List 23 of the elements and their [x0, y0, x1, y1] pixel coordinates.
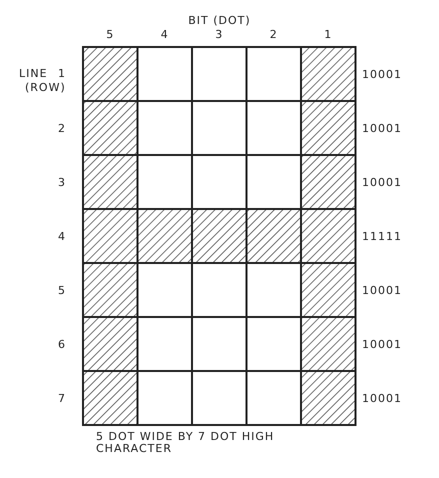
row-number: 2: [58, 122, 66, 134]
axis-title: (ROW): [25, 80, 66, 94]
binary-code: 10001: [362, 176, 402, 188]
row-number: 3: [58, 176, 66, 188]
row-number: 6: [58, 338, 66, 350]
column-number: 3: [215, 28, 224, 40]
caption: 5 DOT WIDE BY 7 DOT HIGH CHARACTER: [96, 431, 276, 455]
binary-code: 10001: [362, 392, 402, 404]
row-number: 4: [58, 230, 66, 242]
row-number: 5: [58, 284, 66, 296]
row-number: 1: [58, 66, 66, 80]
column-number: 2: [270, 28, 278, 40]
binary-code: 11111: [362, 230, 402, 242]
binary-code: 10001: [362, 122, 402, 134]
binary-code: 10001: [362, 284, 402, 296]
column-number: 4: [160, 28, 169, 40]
axis-title: LINE: [19, 66, 48, 80]
axis-title: BIT (DOT): [188, 14, 251, 26]
binary-code: 10001: [362, 68, 402, 80]
row-number: 7: [58, 392, 66, 404]
column-number: 5: [106, 28, 114, 40]
column-number: 1: [324, 28, 332, 40]
binary-code: 10001: [362, 338, 402, 350]
